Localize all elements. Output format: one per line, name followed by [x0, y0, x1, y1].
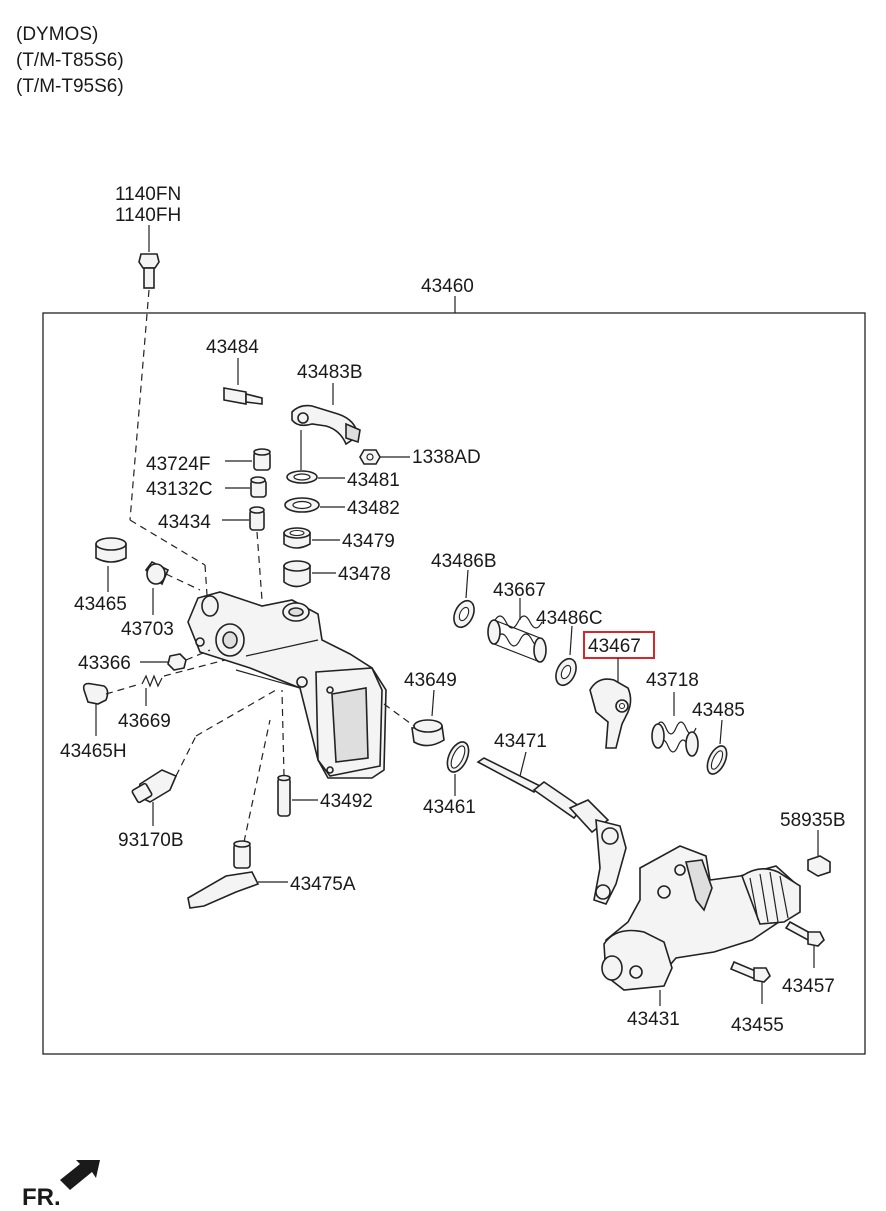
label-43703[interactable]: 43703 [121, 619, 174, 640]
label-43434[interactable]: 43434 [158, 512, 211, 533]
label-43718[interactable]: 43718 [646, 670, 699, 691]
lever-43467 [589, 658, 632, 749]
label-43486b[interactable]: 43486B [431, 551, 497, 572]
washer-43486c [555, 625, 577, 687]
housing-body [187, 591, 387, 779]
cap-43724f [225, 448, 271, 471]
header-line-3: (T/M-T95S6) [16, 76, 124, 97]
bushing-43465 [95, 537, 127, 592]
label-1140fh[interactable]: 1140FH [115, 205, 181, 226]
label-43667[interactable]: 43667 [493, 580, 546, 601]
label-43431[interactable]: 43431 [627, 1009, 680, 1030]
washer-43482 [284, 497, 345, 513]
label-43478[interactable]: 43478 [338, 564, 391, 585]
plug-43465h [82, 682, 141, 736]
bolt-43457 [784, 920, 825, 968]
label-43366[interactable]: 43366 [78, 653, 131, 674]
label-43492[interactable]: 43492 [320, 791, 373, 812]
label-58935b[interactable]: 58935B [780, 810, 846, 831]
washer-43481 [286, 430, 345, 484]
label-43475a[interactable]: 43475A [290, 874, 356, 895]
label-93170b[interactable]: 93170B [118, 830, 184, 851]
label-43467[interactable]: 43467 [588, 636, 641, 657]
label-43483b[interactable]: 43483B [297, 362, 363, 383]
spring-43667 [487, 598, 547, 663]
label-43479[interactable]: 43479 [342, 531, 395, 552]
label-43465[interactable]: 43465 [74, 594, 127, 615]
bushing-43649 [383, 689, 445, 747]
label-43486c[interactable]: 43486C [536, 608, 603, 629]
washer-43486b [453, 569, 475, 629]
header-line-2: (T/M-T85S6) [16, 50, 124, 71]
seal-43703 [144, 560, 201, 615]
label-43471[interactable]: 43471 [494, 731, 547, 752]
label-1140fn[interactable]: 1140FN [115, 184, 181, 205]
label-43669[interactable]: 43669 [118, 711, 171, 732]
switch-93170b [131, 689, 277, 826]
pin-43492 [277, 689, 318, 817]
assembly-frame [42, 312, 866, 1055]
highlight-box-43467 [583, 631, 655, 659]
label-43649[interactable]: 43649 [404, 670, 457, 691]
label-43132c[interactable]: 43132C [146, 479, 213, 500]
cap-43132c [225, 476, 267, 498]
front-arrow-icon [60, 1160, 100, 1190]
spring-43669 [141, 659, 226, 706]
label-43484[interactable]: 43484 [206, 337, 259, 358]
ring-43485 [706, 719, 728, 775]
cap-43434 [222, 506, 265, 601]
plug-58935b [807, 830, 831, 877]
label-43465h[interactable]: 43465H [60, 741, 127, 762]
label-43457[interactable]: 43457 [782, 976, 835, 997]
lever-43483b [291, 383, 361, 446]
label-1338ad[interactable]: 1338AD [412, 447, 481, 468]
label-43460[interactable]: 43460 [421, 276, 474, 297]
bushing-43478 [283, 560, 336, 588]
label-43485[interactable]: 43485 [692, 700, 745, 721]
pin-43484 [223, 358, 263, 405]
bushing-43479 [283, 527, 340, 549]
plug-43366 [140, 649, 211, 671]
oring-43461 [446, 741, 470, 796]
bolt-43455 [729, 960, 771, 1004]
label-43461[interactable]: 43461 [423, 797, 476, 818]
label-43482[interactable]: 43482 [347, 498, 400, 519]
shaft-43471 [476, 751, 627, 905]
label-43455[interactable]: 43455 [731, 1015, 784, 1036]
label-43724f[interactable]: 43724F [146, 454, 210, 475]
spring-43718 [651, 692, 699, 757]
header-line-1: (DYMOS) [16, 24, 98, 45]
label-43481[interactable]: 43481 [347, 470, 400, 491]
bolt-1140fn [129, 225, 209, 611]
front-direction-label: FR. [22, 1184, 61, 1211]
nut-1338ad [359, 449, 410, 465]
lever-43475a [187, 719, 288, 909]
actuator-43431 [601, 845, 801, 1006]
